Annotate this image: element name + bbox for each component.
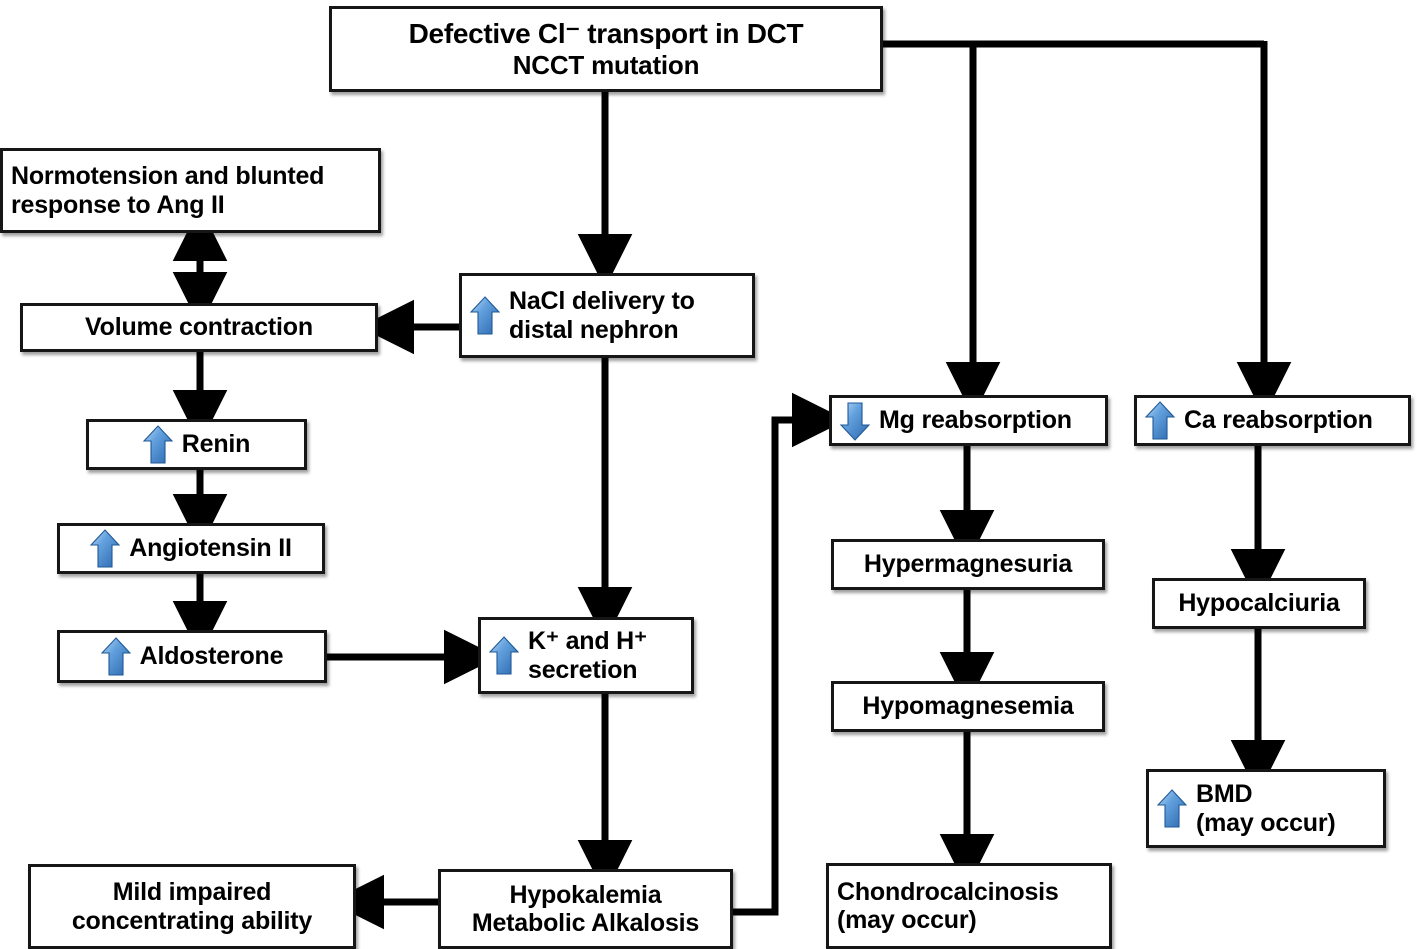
blue-up-arrow-icon bbox=[1157, 788, 1187, 828]
node-label: Hypocalciuria bbox=[1178, 589, 1340, 618]
node-bmd[interactable]: BMD (may occur) bbox=[1146, 769, 1386, 848]
node-normotension[interactable]: Normotension and blunted response to Ang… bbox=[0, 148, 381, 233]
node-angiotensin-ii[interactable]: Angiotensin II bbox=[57, 523, 325, 574]
node-label: Volume contraction bbox=[85, 313, 313, 342]
node-label: Angiotensin II bbox=[129, 534, 292, 563]
node-label: Chondrocalcinosis (may occur) bbox=[837, 877, 1059, 935]
node-label: Renin bbox=[181, 430, 251, 459]
node-defective-cl-transport[interactable]: Defective Cl⁻ transport in DCT NCCT muta… bbox=[329, 6, 883, 92]
node-label: K⁺ and H⁺ secretion bbox=[528, 627, 648, 684]
node-hypermagnesuria[interactable]: Hypermagnesuria bbox=[831, 539, 1105, 590]
title-line-1: Defective Cl⁻ transport in DCT bbox=[408, 17, 804, 49]
node-renin[interactable]: Renin bbox=[86, 419, 307, 470]
node-aldosterone[interactable]: Aldosterone bbox=[57, 630, 327, 683]
blue-up-arrow-icon bbox=[470, 295, 500, 335]
title-line-2: NCCT mutation bbox=[512, 50, 700, 81]
node-label: Mg reabsorption bbox=[879, 406, 1072, 435]
blue-up-arrow-icon bbox=[142, 424, 173, 464]
node-label: Hypomagnesemia bbox=[862, 692, 1074, 721]
blue-up-arrow-icon bbox=[1145, 400, 1175, 440]
node-label: Ca reabsorption bbox=[1184, 406, 1373, 435]
node-label: Normotension and blunted response to Ang… bbox=[11, 162, 325, 219]
node-label: Hypermagnesuria bbox=[863, 550, 1073, 579]
node-nacl-delivery[interactable]: NaCl delivery to distal nephron bbox=[459, 273, 755, 358]
node-volume-contraction[interactable]: Volume contraction bbox=[20, 303, 378, 352]
node-chondrocalcinosis[interactable]: Chondrocalcinosis (may occur) bbox=[826, 863, 1112, 949]
node-label: Aldosterone bbox=[139, 642, 284, 671]
node-label: NaCl delivery to distal nephron bbox=[509, 287, 695, 344]
node-label: Mild impaired concentrating ability bbox=[71, 878, 313, 935]
node-ca-reabsorption[interactable]: Ca reabsorption bbox=[1134, 395, 1411, 446]
node-hypomagnesemia[interactable]: Hypomagnesemia bbox=[831, 681, 1105, 732]
blue-up-arrow-icon bbox=[489, 635, 519, 675]
blue-up-arrow-icon bbox=[90, 528, 121, 568]
node-label: Hypokalemia Metabolic Alkalosis bbox=[471, 880, 700, 938]
blue-up-arrow-icon bbox=[100, 636, 131, 676]
node-label: BMD (may occur) bbox=[1196, 780, 1336, 837]
node-mild-impaired-concentrating[interactable]: Mild impaired concentrating ability bbox=[28, 864, 356, 949]
edge-hypokalemia-to-mg bbox=[733, 392, 847, 916]
node-hypokalemia-metabolic-alkalosis[interactable]: Hypokalemia Metabolic Alkalosis bbox=[438, 869, 733, 949]
node-mg-reabsorption[interactable]: Mg reabsorption bbox=[829, 395, 1108, 446]
node-k-h-secretion[interactable]: K⁺ and H⁺ secretion bbox=[478, 617, 694, 694]
node-hypocalciuria[interactable]: Hypocalciuria bbox=[1152, 578, 1366, 629]
blue-down-arrow-icon bbox=[840, 401, 870, 441]
